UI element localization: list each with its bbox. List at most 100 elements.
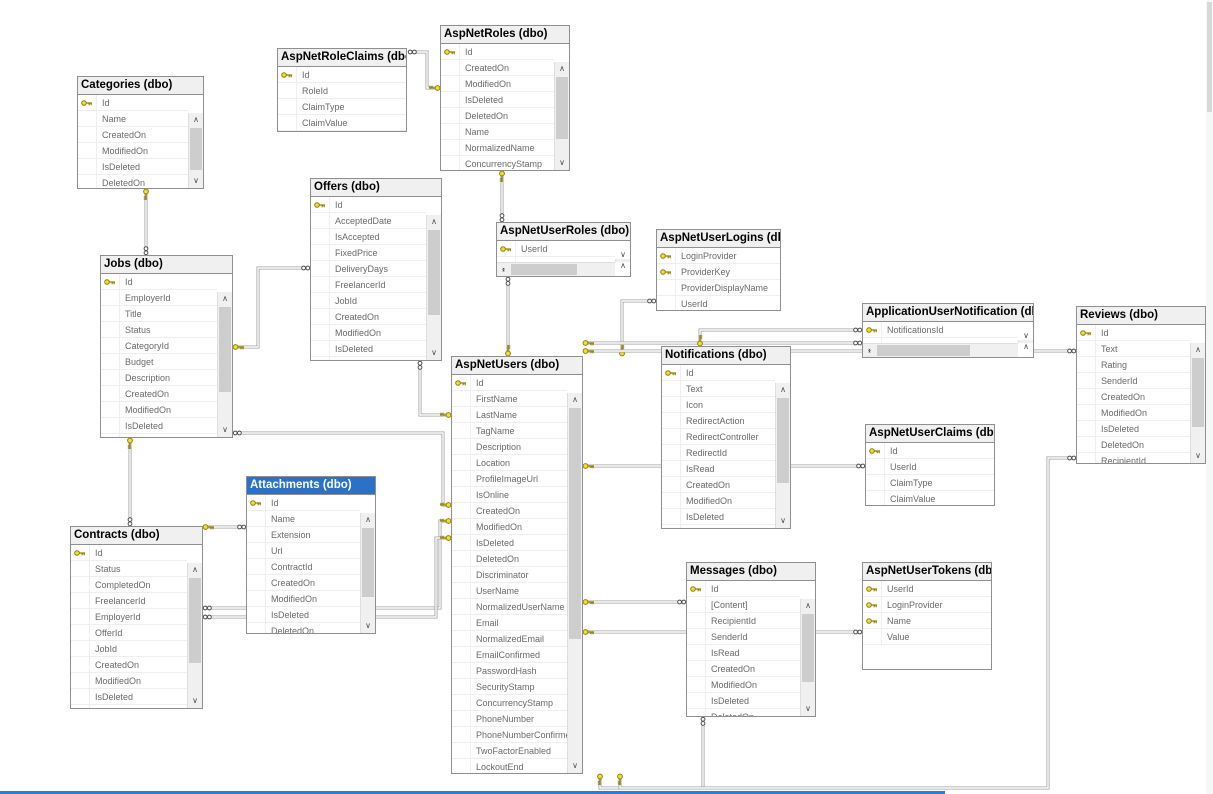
vertical-scrollbar[interactable]: ∧∨ xyxy=(426,215,441,360)
field-row-ModifiedOn[interactable]: ModifiedOn xyxy=(311,325,426,341)
field-row-Value[interactable]: Value xyxy=(863,629,991,645)
field-row-LoginProvider[interactable]: LoginProvider xyxy=(863,597,991,613)
table-header-Attachments[interactable]: Attachments (dbo) xyxy=(247,477,375,495)
field-row-CreatedOn[interactable]: CreatedOn xyxy=(247,575,360,591)
table-AspNetUserTokens[interactable]: AspNetUserTokens (dbo) UserId LoginProvi… xyxy=(862,562,992,670)
scroll-down-icon[interactable]: ∨ xyxy=(559,158,565,167)
vertical-scrollbar[interactable]: ∧∨ xyxy=(567,393,582,773)
field-row-NormalizedEmail[interactable]: NormalizedEmail xyxy=(452,631,567,647)
field-row-clipped[interactable] xyxy=(497,257,615,262)
relationship-connector-aspnetuserlogins-userid-aspnetusers[interactable] xyxy=(620,299,655,355)
field-row-ModifiedOn[interactable]: ModifiedOn xyxy=(452,519,567,535)
field-row-CategoryId[interactable]: CategoryId xyxy=(101,338,217,354)
field-row-RecipientId[interactable]: RecipientId xyxy=(687,613,800,629)
scroll-up-icon[interactable]: ∧ xyxy=(805,601,811,610)
field-row-LoginProvider[interactable]: LoginProvider xyxy=(657,248,780,264)
field-row-EmployerId[interactable]: EmployerId xyxy=(101,290,217,306)
field-row-Id[interactable]: Id xyxy=(101,274,217,290)
field-row-Id[interactable]: Id xyxy=(311,197,426,213)
field-row-DeletedOn[interactable]: DeletedOn xyxy=(1077,437,1190,453)
field-row-NormalizedName[interactable]: NormalizedName xyxy=(441,140,554,156)
table-header-Jobs[interactable]: Jobs (dbo) xyxy=(101,256,232,274)
vertical-scroll-thumb[interactable] xyxy=(219,307,231,392)
field-row-Extension[interactable]: Extension xyxy=(247,527,360,543)
table-AspNetUserLogins[interactable]: AspNetUserLogins (dbo) LoginProvider Pro… xyxy=(656,229,781,311)
table-AspNetUserRoles[interactable]: AspNetUserRoles (dbo) UserId ∧∨‹› xyxy=(496,222,631,277)
field-row-Discriminator[interactable]: Discriminator xyxy=(452,567,567,583)
field-row-Email[interactable]: Email xyxy=(452,615,567,631)
canvas-scroll-thumb[interactable] xyxy=(1207,2,1212,112)
field-row-JobId[interactable]: JobId xyxy=(71,641,187,657)
field-row-CreatedOn[interactable]: CreatedOn xyxy=(71,657,187,673)
field-row-ModifiedOn[interactable]: ModifiedOn xyxy=(78,143,188,159)
table-header-AspNetUserLogins[interactable]: AspNetUserLogins (dbo) xyxy=(657,230,780,248)
table-header-ApplicationUserNotification[interactable]: ApplicationUserNotification (dbo) xyxy=(863,304,1033,322)
field-row-CreatedOn[interactable]: CreatedOn xyxy=(78,127,188,143)
scroll-down-icon[interactable]: ∨ xyxy=(365,621,371,630)
vertical-scrollbar[interactable]: ∧∨ xyxy=(554,62,569,170)
vertical-scrollbar[interactable]: ∧∨ xyxy=(188,113,203,188)
field-row-CompletedOn[interactable]: CompletedOn xyxy=(71,577,187,593)
field-row-ClaimType[interactable]: ClaimType xyxy=(278,99,406,115)
field-row-OfferId[interactable]: OfferId xyxy=(71,625,187,641)
field-row-UserId[interactable]: UserId xyxy=(866,459,994,475)
vertical-scrollbar[interactable]: ∧∨ xyxy=(217,292,232,437)
field-row-IsDeleted[interactable]: IsDeleted xyxy=(78,159,188,175)
field-row-UserName[interactable]: UserName xyxy=(452,583,567,599)
field-row-Url[interactable]: Url xyxy=(247,543,360,559)
vertical-scroll-thumb[interactable] xyxy=(428,230,440,315)
table-header-Reviews[interactable]: Reviews (dbo) xyxy=(1077,307,1205,325)
field-row-ConcurrencyStamp[interactable]: ConcurrencyStamp xyxy=(452,695,567,711)
field-row-DeletedOn[interactable]: DeletedOn xyxy=(71,705,187,708)
field-row-ModifiedOn[interactable]: ModifiedOn xyxy=(441,76,554,92)
field-row-NotificationsId[interactable]: NotificationsId xyxy=(863,322,1018,338)
table-header-AspNetRoles[interactable]: AspNetRoles (dbo) xyxy=(441,26,569,44)
table-header-AspNetUserTokens[interactable]: AspNetUserTokens (dbo) xyxy=(863,563,991,581)
field-row-LastName[interactable]: LastName xyxy=(452,407,567,423)
vertical-scrollbar[interactable]: ∧∨ xyxy=(775,383,790,528)
field-row-FreelancerId[interactable]: FreelancerId xyxy=(311,277,426,293)
scroll-down-icon[interactable]: ∨ xyxy=(193,176,199,185)
scroll-up-icon[interactable]: ∧ xyxy=(1023,342,1029,351)
vertical-scroll-thumb[interactable] xyxy=(802,614,814,682)
scroll-left-icon[interactable]: ‹ xyxy=(502,264,505,274)
field-row-LockoutEnd[interactable]: LockoutEnd xyxy=(452,759,567,773)
field-row-ContractId[interactable]: ContractId xyxy=(247,559,360,575)
vertical-scroll-thumb[interactable] xyxy=(569,408,581,639)
field-row-RedirectAction[interactable]: RedirectAction xyxy=(662,413,775,429)
scroll-up-icon[interactable]: ∧ xyxy=(192,565,198,574)
field-row-Id[interactable]: Id xyxy=(452,375,567,391)
vertical-scrollbar[interactable]: ∧∨ xyxy=(1018,331,1033,351)
scroll-down-icon[interactable]: ∨ xyxy=(780,516,786,525)
field-row-clipped[interactable] xyxy=(863,338,1018,343)
scroll-up-icon[interactable]: ∧ xyxy=(559,64,565,73)
field-row-IsDeleted[interactable]: IsDeleted xyxy=(101,418,217,434)
scroll-down-icon[interactable]: ∨ xyxy=(1195,451,1201,460)
field-row-ModifiedOn[interactable]: ModifiedOn xyxy=(101,402,217,418)
field-row-CreatedOn[interactable]: CreatedOn xyxy=(662,477,775,493)
field-row-Name[interactable]: Name xyxy=(78,111,188,127)
field-row-Text[interactable]: Text xyxy=(1077,341,1190,357)
field-row-SecurityStamp[interactable]: SecurityStamp xyxy=(452,679,567,695)
scroll-down-icon[interactable]: ∨ xyxy=(620,250,626,259)
scroll-left-icon[interactable]: ‹ xyxy=(868,345,871,355)
vertical-scroll-thumb[interactable] xyxy=(190,128,202,170)
field-row-TagName[interactable]: TagName xyxy=(452,423,567,439)
field-row-DeliveryDays[interactable]: DeliveryDays xyxy=(311,261,426,277)
field-row-DeletedOn[interactable]: DeletedOn xyxy=(452,551,567,567)
field-row-Id[interactable]: Id xyxy=(71,545,187,561)
vertical-scrollbar[interactable]: ∧∨ xyxy=(615,250,630,270)
table-header-AspNetRoleClaims[interactable]: AspNetRoleClaims (dbo) xyxy=(278,49,406,67)
field-row-EmployerId[interactable]: EmployerId xyxy=(71,609,187,625)
field-row-ClaimValue[interactable]: ClaimValue xyxy=(866,491,994,505)
vertical-scrollbar[interactable]: ∧∨ xyxy=(187,563,202,708)
field-row-RecipientId[interactable]: RecipientId xyxy=(1077,453,1190,463)
field-row-Description[interactable]: Description xyxy=(452,439,567,455)
field-row-UserId[interactable]: UserId xyxy=(863,581,991,597)
